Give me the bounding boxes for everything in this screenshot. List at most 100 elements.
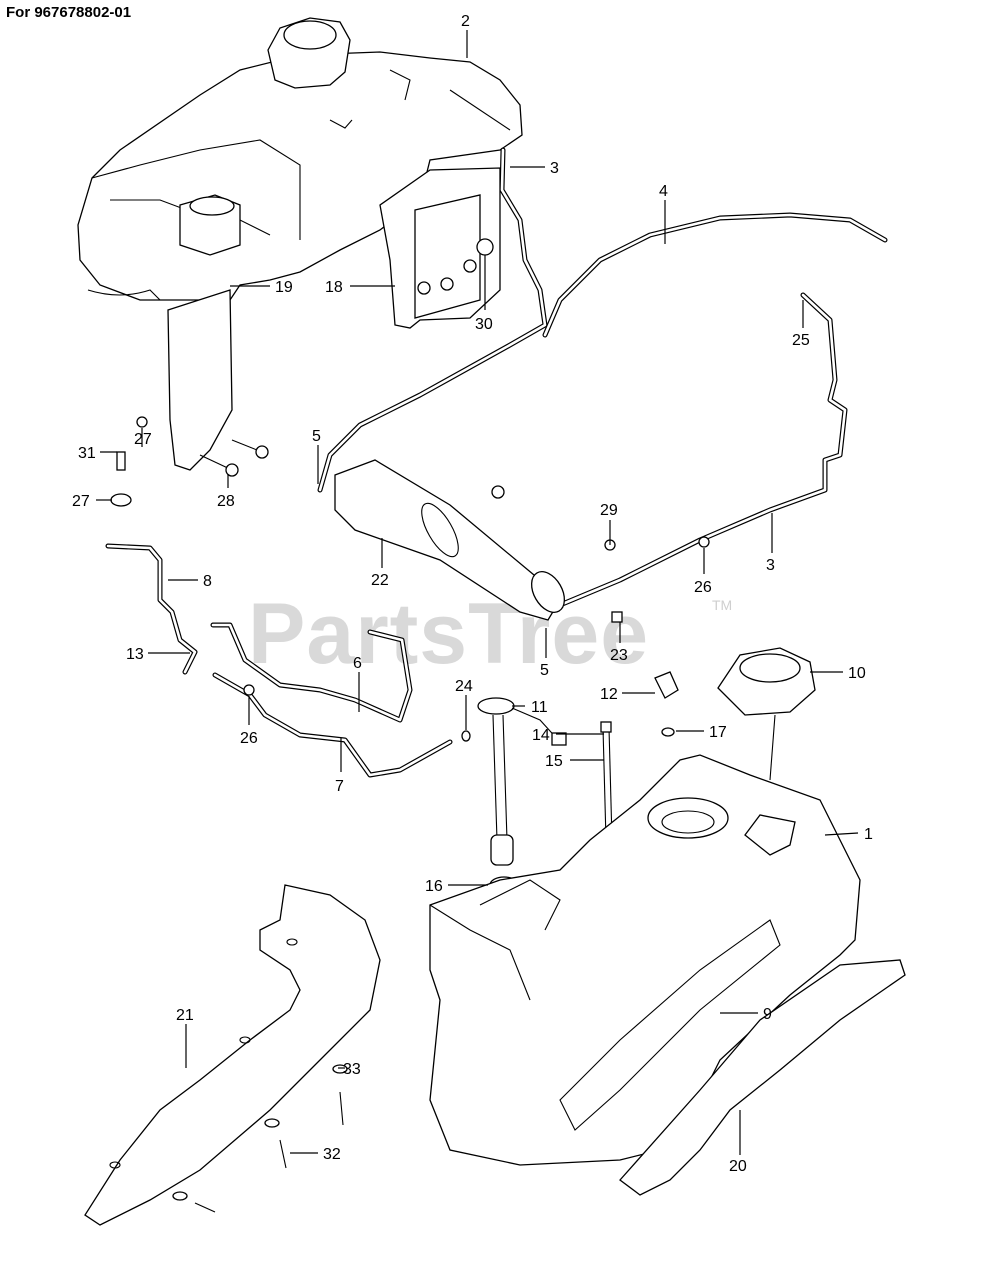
diagram-model-title: For 967678802-01 (6, 4, 132, 21)
callout-label: 29 (600, 502, 618, 519)
callout-label: 17 (709, 724, 727, 741)
callout-label: 14 (532, 727, 550, 744)
callout-5[interactable]: 5 (540, 628, 549, 679)
callout-label: 16 (425, 878, 443, 895)
callout-18[interactable]: 18 (325, 279, 395, 296)
hose-clamp-part (698, 536, 710, 548)
callout-label: 33 (343, 1061, 361, 1078)
callout-label: 3 (766, 557, 775, 574)
watermark-trademark: TM (712, 597, 733, 613)
fitting-part (654, 671, 679, 699)
callout-label: 11 (531, 699, 548, 716)
left-side-cover-part (84, 884, 381, 1226)
callout-label: 27 (72, 493, 90, 510)
callout-12[interactable]: 12 (600, 686, 655, 703)
callout-label: 12 (600, 686, 618, 703)
fitting-grommet-part (661, 727, 675, 737)
callout-25[interactable]: 25 (792, 300, 810, 349)
callout-label: 10 (848, 665, 866, 682)
callout-11[interactable]: 11 (512, 699, 548, 716)
callout-label: 32 (323, 1146, 341, 1163)
lower-fuel-tank-part (429, 754, 861, 1166)
callout-7[interactable]: 7 (335, 738, 344, 795)
callout-label: 8 (203, 573, 212, 590)
tank-bracket-part (379, 167, 501, 329)
callout-label: 9 (763, 1006, 772, 1023)
callout-label: 19 (275, 279, 293, 296)
callout-10[interactable]: 10 (810, 665, 866, 682)
callout-32[interactable]: 32 (290, 1146, 341, 1163)
callout-21[interactable]: 21 (176, 1007, 194, 1068)
washer-part (172, 1191, 188, 1201)
washer-part (264, 1118, 280, 1128)
callout-33[interactable]: 33 (338, 1061, 361, 1078)
bolt-part (279, 1139, 287, 1169)
callout-label: 1 (864, 826, 873, 843)
callout-label: 28 (217, 493, 235, 510)
hose-connector-part (611, 611, 623, 623)
callout-label: 25 (792, 332, 810, 349)
callout-13[interactable]: 13 (126, 646, 190, 663)
callout-2[interactable]: 2 (461, 13, 470, 58)
callout-22[interactable]: 22 (371, 538, 389, 589)
callout-label: 23 (610, 647, 628, 664)
fuel-hose-lines (105, 147, 888, 778)
lower-bracket-part (110, 289, 269, 507)
bolt-part (339, 1091, 344, 1126)
callout-4[interactable]: 4 (659, 183, 668, 244)
callout-label: 30 (475, 316, 493, 333)
callout-label: 5 (312, 428, 321, 445)
callout-label: 20 (729, 1158, 747, 1175)
callout-17[interactable]: 17 (676, 724, 727, 741)
callout-27[interactable]: 27 (72, 493, 112, 510)
callout-16[interactable]: 16 (425, 878, 488, 895)
callout-label: 26 (240, 730, 258, 747)
fuel-pickup-tube-part (600, 721, 613, 841)
callout-31[interactable]: 31 (78, 445, 117, 462)
callout-19[interactable]: 19 (230, 279, 293, 296)
callout-5[interactable]: 5 (312, 428, 321, 484)
callout-20[interactable]: 20 (729, 1110, 747, 1175)
callout-9[interactable]: 9 (720, 1006, 772, 1023)
callout-label: 31 (78, 445, 96, 462)
callout-label: 3 (550, 160, 559, 177)
small-grommet-part (461, 730, 471, 742)
callout-29[interactable]: 29 (600, 502, 618, 545)
callout-label: 6 (353, 655, 362, 672)
callout-23[interactable]: 23 (610, 622, 628, 664)
callout-6[interactable]: 6 (353, 655, 362, 712)
callout-label: 18 (325, 279, 343, 296)
hose-clamp-part (243, 684, 255, 696)
washer-part (332, 1064, 348, 1074)
callout-26[interactable]: 26 (240, 696, 258, 747)
callout-28[interactable]: 28 (217, 474, 235, 510)
callout-label: 26 (694, 579, 712, 596)
callout-15[interactable]: 15 (545, 753, 604, 770)
right-side-cover-part (619, 959, 906, 1196)
callout-label: 7 (335, 778, 344, 795)
callout-14[interactable]: 14 (532, 727, 604, 744)
callout-24[interactable]: 24 (455, 678, 473, 730)
callout-label: 22 (371, 572, 389, 589)
callout-26[interactable]: 26 (694, 548, 712, 596)
callout-27[interactable]: 27 (134, 428, 152, 448)
callout-label: 13 (126, 646, 144, 663)
callout-label: 2 (461, 13, 470, 30)
callout-label: 27 (134, 431, 152, 448)
fuel-gauge-sender-part (477, 697, 567, 866)
callout-8[interactable]: 8 (168, 573, 212, 590)
evap-canister-part (334, 459, 616, 621)
callout-label: 4 (659, 183, 668, 200)
callout-label: 21 (176, 1007, 194, 1024)
callout-30[interactable]: 30 (475, 255, 493, 333)
callout-3[interactable]: 3 (510, 160, 559, 177)
callout-label: 24 (455, 678, 473, 695)
fuel-cap-part (717, 647, 816, 781)
callout-1[interactable]: 1 (824, 826, 873, 843)
callout-3[interactable]: 3 (766, 513, 775, 574)
callout-label: 5 (540, 662, 549, 679)
bolt-part (194, 1202, 216, 1213)
partstree-watermark: PartsTree (248, 586, 650, 682)
callout-label: 15 (545, 753, 563, 770)
